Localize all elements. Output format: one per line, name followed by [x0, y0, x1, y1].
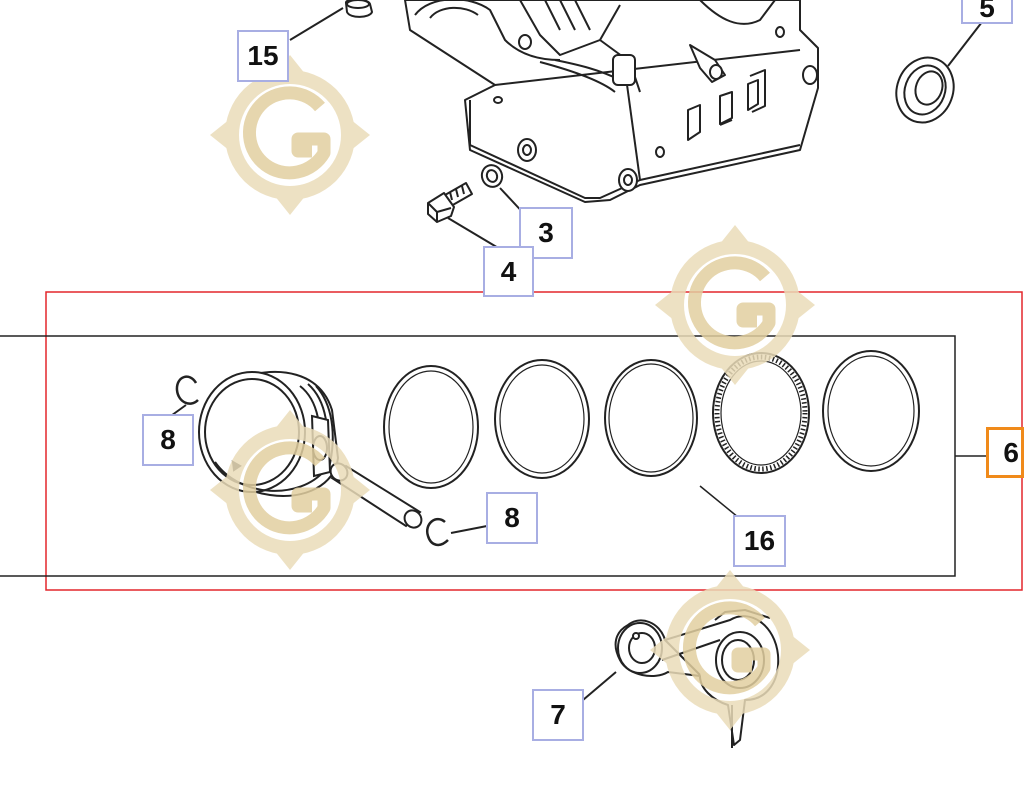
- callout-7[interactable]: 7: [532, 689, 584, 741]
- circlip-left: [175, 375, 199, 405]
- pin-part-15: [345, 0, 374, 18]
- piston-ring-1: [383, 365, 479, 489]
- seal-part-5: [895, 56, 955, 124]
- callout-4[interactable]: 4: [483, 246, 534, 297]
- bolt-part-4: [427, 182, 473, 223]
- callout-16[interactable]: 16: [733, 515, 786, 567]
- circlip-right: [425, 517, 449, 547]
- engine-block: [404, 0, 819, 203]
- piston-ring-5: [822, 350, 920, 472]
- leader-7: [582, 671, 617, 701]
- washer-part-3: [480, 164, 504, 188]
- piston-rings: [383, 350, 920, 489]
- callout-15[interactable]: 15: [237, 30, 289, 82]
- callout-6[interactable]: 6: [986, 427, 1024, 478]
- leader-15: [289, 7, 344, 41]
- piston-ring-3: [604, 359, 698, 477]
- leader-5: [947, 21, 983, 67]
- callout-8-right[interactable]: 8: [486, 492, 538, 544]
- callout-5[interactable]: 5: [961, 0, 1013, 24]
- piston-ring-2: [494, 359, 590, 479]
- callout-8-left[interactable]: 8: [142, 414, 194, 466]
- leader-8b: [450, 525, 488, 534]
